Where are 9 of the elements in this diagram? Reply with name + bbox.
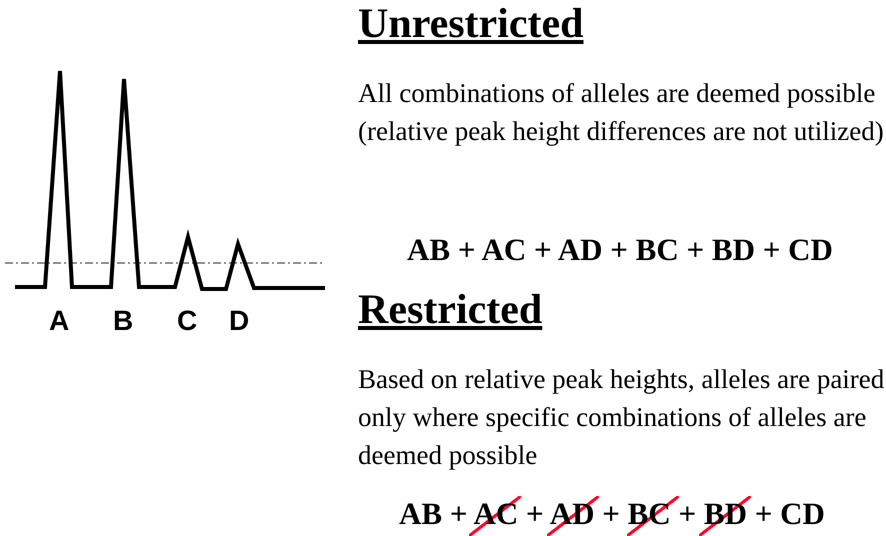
peak-label: D: [229, 305, 250, 337]
peak-label: C: [177, 305, 198, 337]
section-heading: Restricted: [358, 286, 542, 334]
description-text: Based on relative peak heights, alleles are paired only where specific combinations of alleles are deemed possible: [358, 363, 885, 472]
peak-label: A: [49, 305, 70, 337]
section-heading: Unrestricted: [358, 0, 584, 48]
description-text: All combinations of alleles are deemed possible (relative peak height differences are not utilized): [358, 77, 885, 148]
equation-text: AB + AC + AD + BC + BD + CD: [407, 232, 833, 268]
peak-label: B: [113, 305, 134, 337]
